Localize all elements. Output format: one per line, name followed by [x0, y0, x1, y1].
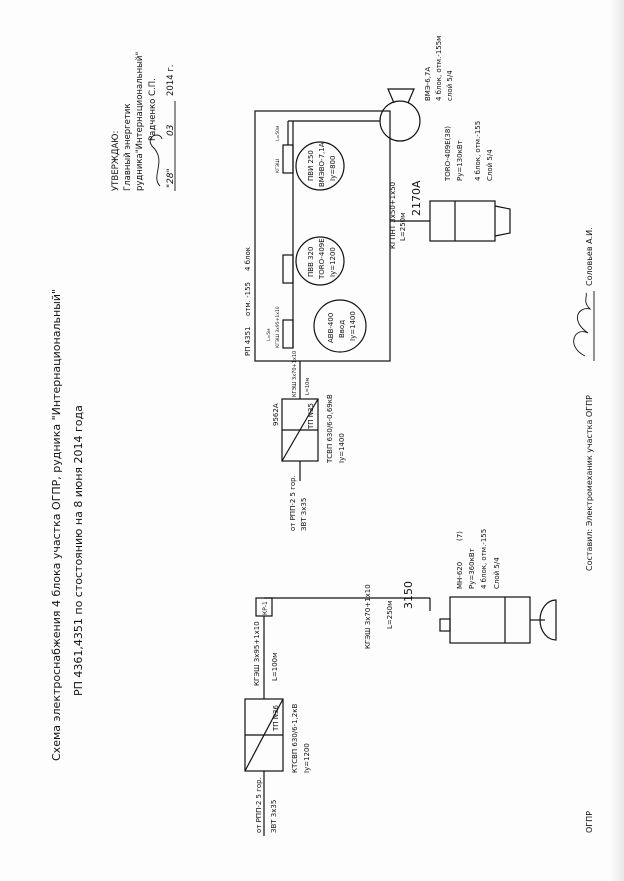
toro-bucket: [494, 205, 511, 237]
tp36-model: КТСВП 630/6-1,2кВ: [291, 704, 299, 773]
title-line-2: РП 4361,4351 по стостоянию на 8 июня 201…: [72, 405, 85, 696]
approval-signature: [149, 134, 163, 187]
tp35-group: от РПП-2 5 гор. ЗВТ 3х35 9562А ТП N35 ТС…: [272, 351, 346, 531]
breaker-2-circle: [295, 236, 345, 286]
composer-signature: [573, 292, 592, 357]
mh620-location: 4 блок, отм.-155: [480, 529, 488, 589]
breaker-2-l2: TORO-409Е: [318, 238, 326, 280]
tp35-length: L=10м: [305, 378, 311, 395]
footer-left: ОГПР: [585, 811, 594, 833]
breaker-1-length: L=5м: [266, 328, 272, 341]
tp36-group: от РПП-2 5 гор. ЗВТ 3х35 ТП N36 КТСВП 63…: [244, 597, 430, 836]
fan-name: ВМЭ-6,7А: [424, 67, 432, 101]
approval-block: УТВЕРЖДАЮ: Главный энергетик рудника"Инт…: [111, 52, 176, 191]
rp-title: РП 4351: [244, 326, 252, 356]
approval-position: Главный энергетик: [123, 104, 133, 191]
tp36-out-cable: КГЭШ 3х95+1х10: [253, 621, 261, 686]
breaker-1-body: [282, 319, 294, 349]
tp36-feed-cable: ЗВТ 3х35: [270, 800, 278, 833]
approval-heading: УТВЕРЖДАЮ:: [111, 131, 121, 191]
tp36-feed-from: от РПП-2 5 гор.: [255, 777, 263, 833]
rp-mark: отм. -155: [244, 282, 252, 316]
mh620-group: 3150 КГЭШ 3х70+1х10 L=250м МН-620 (7) Ру…: [364, 529, 557, 649]
toro-location: 4 блок, отм.-155: [474, 121, 482, 181]
mh620-cab: [439, 618, 451, 632]
toro-layer: Слой 5/4: [486, 149, 494, 181]
breaker-3-body: [282, 144, 294, 174]
breaker-2-body: [282, 254, 294, 284]
fan-circle: [379, 100, 421, 142]
breaker-1-l2: Ввод: [338, 320, 346, 338]
tp36-current: Iу=1200: [303, 743, 311, 773]
breaker-3-length: L=50м: [275, 126, 281, 141]
footer-composer-name: Соловьев А.И.: [585, 227, 594, 286]
tp35-cable: КГЭШ 3х70+1х10: [292, 351, 298, 397]
breaker-1-l3: Iу=1400: [349, 311, 357, 341]
toro-length: L=250м: [399, 213, 407, 241]
breaker-3-l3: Iу=800: [329, 156, 337, 181]
fan-group: ВМЭ-6,7А 4 блок, отм.-155м слой 5/4: [379, 36, 454, 142]
mh620-name: МН-620: [456, 562, 464, 589]
rp-frame: [254, 110, 391, 362]
page-edge-shadow: [610, 0, 624, 881]
breaker-1-l1: АВВ-400: [327, 313, 335, 343]
tp35-feed-cable: ЗВТ 3х35: [300, 498, 308, 531]
breaker-1-cable: КГЭШ 3х95+1х10: [275, 306, 281, 348]
mh620-layer: Слой 5/4: [493, 557, 501, 589]
mh620-power: Ру=360кВт: [468, 548, 476, 589]
tp36-out-length: L=100м: [271, 653, 279, 681]
approval-name: Радченко С.П.: [148, 78, 158, 141]
rp-block: 4 блок: [244, 247, 252, 271]
tp35-current: Iу=1400: [338, 433, 346, 463]
toro-body: [429, 200, 496, 242]
tp36-name: ТП N36: [272, 705, 280, 732]
breaker-3-l2: ВМЭВО-7,1А: [318, 142, 326, 187]
breaker-3-circle: [295, 141, 345, 191]
breaker-3-l1: ПВИ 250: [307, 150, 315, 181]
tp35-feed-from: от РПП-2 5 гор.: [289, 475, 297, 531]
tp35-tag: 9562А: [272, 403, 280, 426]
toro-cable: КГПНТ 3х50+1х50: [389, 182, 397, 249]
breaker-1-circle: [313, 299, 367, 353]
mh620-index: (7): [456, 531, 464, 541]
title-line-1: Схема электроснабжения 4 блока участка О…: [50, 289, 63, 761]
approval-org: рудника"Интернациональный": [135, 52, 145, 191]
breaker-2-l3: Iу=1200: [329, 247, 337, 277]
approval-date-year: 2014 г.: [166, 64, 176, 96]
tp35-name: ТП N35: [307, 403, 315, 430]
fan-layer: слой 5/4: [446, 70, 454, 101]
toro-tag: 2170А: [410, 180, 423, 216]
fan-location: 4 блок, отм.-155м: [435, 36, 443, 101]
breaker-2-l1: ПВВ 320: [307, 247, 315, 277]
kr-1-label: КР-1: [262, 601, 269, 615]
mh620-body: [449, 596, 531, 644]
mh620-bucket: [539, 599, 557, 641]
breaker-3-cable: КГЭШ: [275, 159, 281, 173]
footer-composer-label: Составил: Электромеханик участка ОГПР: [585, 395, 594, 571]
tp35-model: ТСВП 630/6-0,69кВ: [326, 394, 334, 464]
fan-nozzle: [387, 88, 415, 104]
approval-date-day: "28": [166, 168, 176, 188]
mh620-cable: КГЭШ 3х70+1х10: [364, 584, 372, 649]
toro-name: TORO-409Е(38): [444, 126, 452, 182]
mh620-length: L=250м: [386, 601, 394, 629]
toro-group: 2170А КГПНТ 3х50+1х50 L=250м TORO-409Е(3…: [389, 121, 511, 249]
toro-power: Ру=130кВт: [456, 140, 464, 181]
rp4351-group: РП 4351 отм. -155 4 блок КГЭШ 3х95+1х10 …: [244, 110, 391, 362]
mh620-tag: 3150: [402, 581, 415, 609]
approval-date-month: 03: [166, 124, 176, 136]
